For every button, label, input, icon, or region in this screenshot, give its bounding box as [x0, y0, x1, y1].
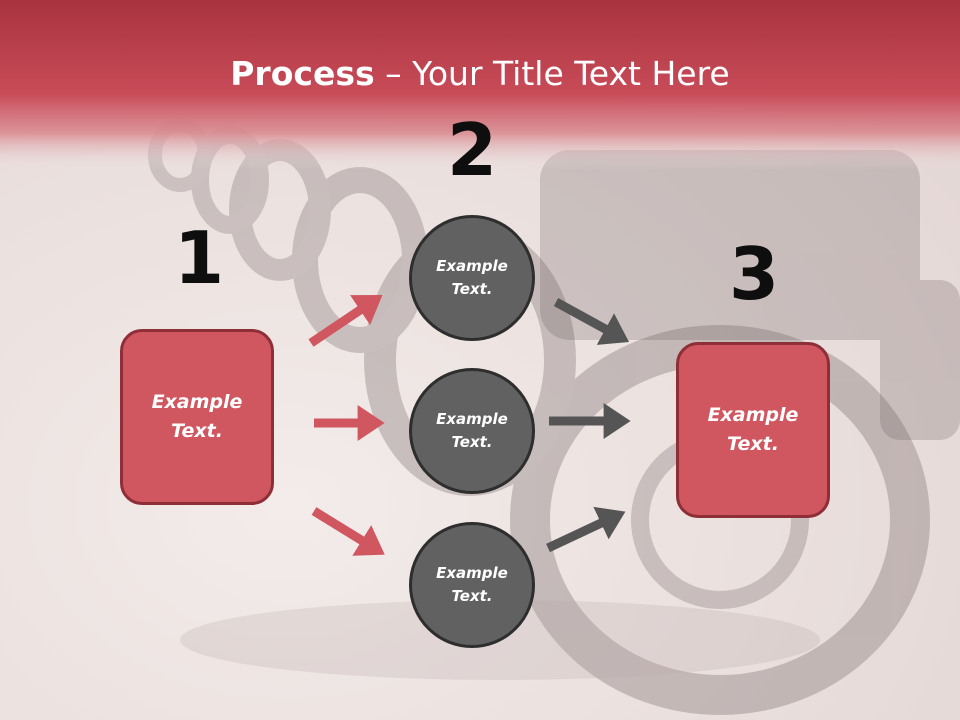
- circle-middle-label: Example Text.: [436, 410, 508, 451]
- step-3-box[interactable]: Example Text.: [676, 342, 830, 518]
- circle-bottom-label: Example Text.: [436, 564, 508, 605]
- step-number-3: 3: [728, 232, 780, 316]
- circle-top-label: Example Text.: [436, 257, 508, 298]
- step-1-label: Example Text.: [151, 391, 243, 442]
- step-number-1: 1: [173, 216, 225, 300]
- slide-title: Process – Your Title Text Here: [230, 54, 730, 93]
- step-1-box[interactable]: Example Text.: [120, 329, 274, 505]
- step-2-circle-bottom[interactable]: Example Text.: [409, 522, 535, 648]
- step-2-circle-top[interactable]: Example Text.: [409, 215, 535, 341]
- arrow-to-bottom-circle: [311, 507, 385, 556]
- step-2-circle-middle[interactable]: Example Text.: [409, 368, 535, 494]
- arrow-to-top-circle: [308, 294, 383, 347]
- arrow-from-bottom-circle: [546, 506, 626, 553]
- arrow-from-top-circle: [553, 298, 630, 345]
- step-3-label: Example Text.: [707, 404, 799, 455]
- step-number-2: 2: [446, 108, 498, 192]
